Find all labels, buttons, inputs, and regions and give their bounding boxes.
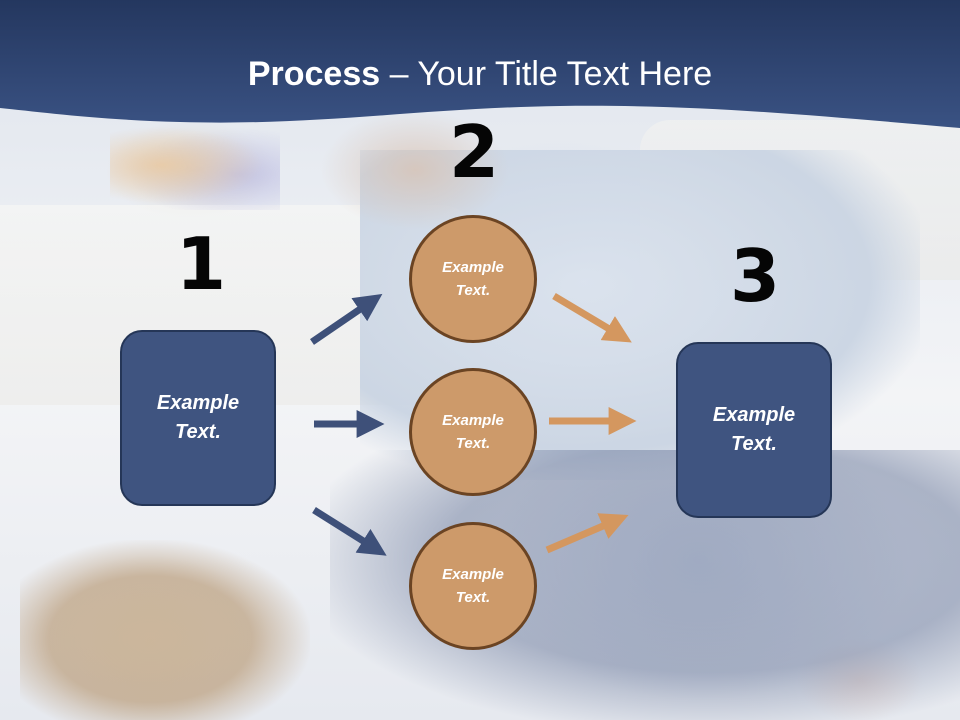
- circle-2-line1: Example: [442, 412, 504, 429]
- step-number-2: 2: [449, 110, 500, 194]
- step-box-3-line1: Example: [712, 404, 796, 426]
- step-number-1: 1: [176, 222, 227, 306]
- slide-title: Process – Your Title Text Here: [0, 54, 960, 94]
- step-box-1-line2: Text.: [175, 421, 221, 443]
- step-number-3: 3: [730, 234, 781, 318]
- circle-2-line2: Text.: [455, 435, 491, 452]
- circle-1-line2: Text.: [455, 282, 491, 299]
- arrow-orange-up: [545, 513, 629, 554]
- background-face: [320, 110, 510, 230]
- circle-3-line1: Example: [442, 566, 504, 583]
- step-box-3-line2: Text.: [731, 433, 777, 455]
- arrow-blue-down: [312, 507, 387, 556]
- background-toy: [110, 120, 280, 210]
- arrow-blue-up: [310, 293, 383, 345]
- step-box-1-line1: Example: [156, 392, 240, 414]
- background-teddy-bear: [20, 540, 310, 720]
- header-band: [0, 0, 960, 128]
- circle-1-line1: Example: [442, 259, 504, 276]
- arrow-orange-down: [552, 292, 632, 343]
- title-bold: Process: [247, 55, 381, 93]
- title-rest: – Your Title Text Here: [380, 55, 713, 93]
- circle-3-line2: Text.: [455, 589, 491, 606]
